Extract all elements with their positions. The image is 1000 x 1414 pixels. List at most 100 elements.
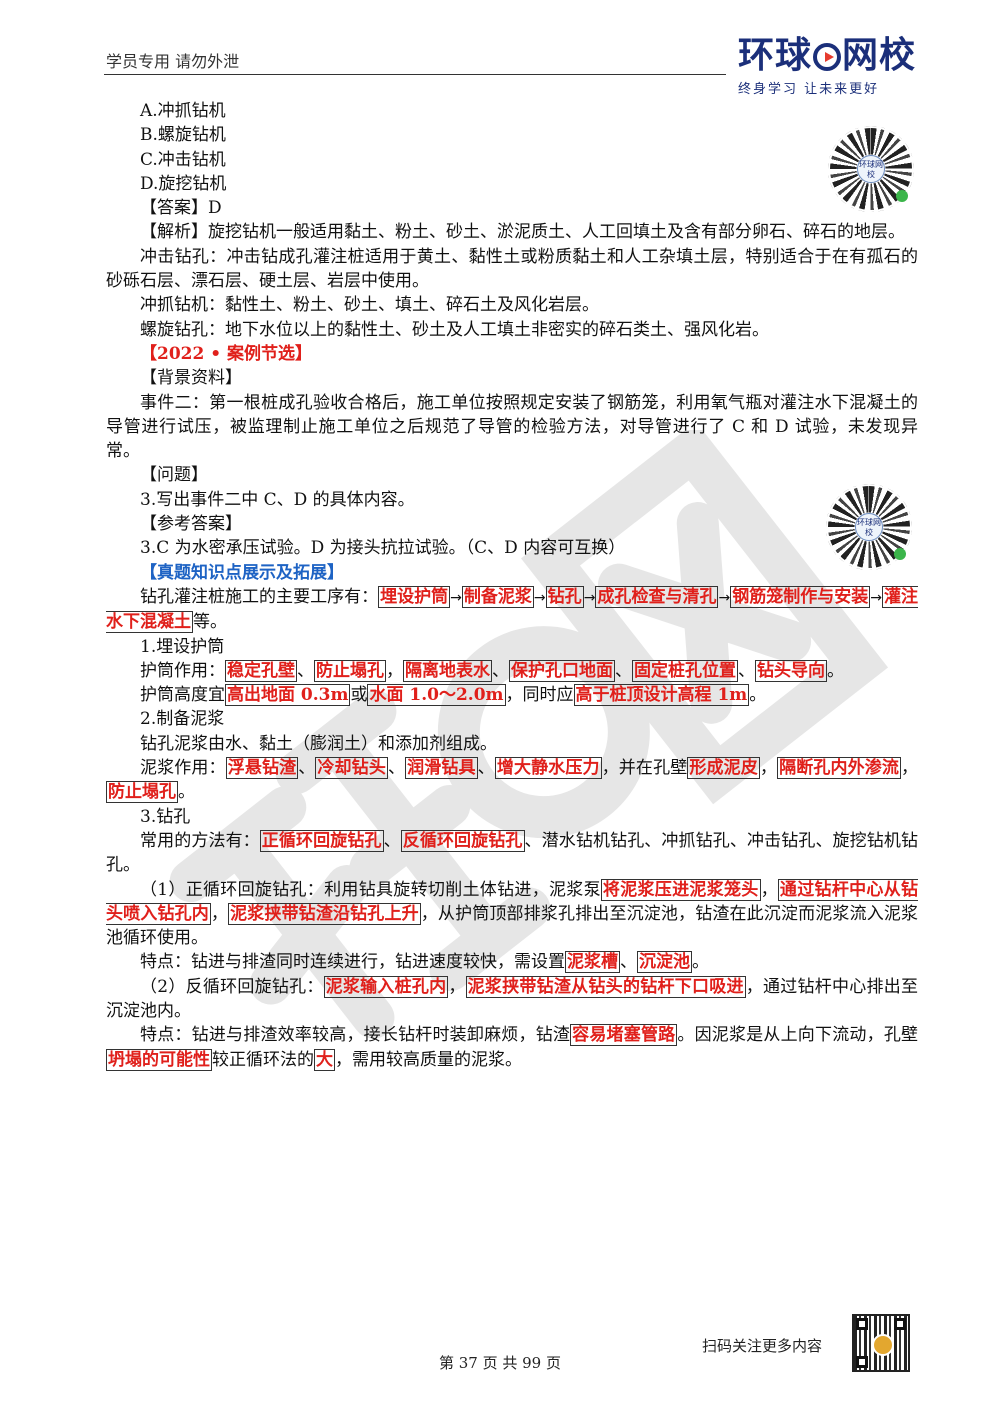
logo-slogan: 终身学习 让未来更好 [738, 82, 880, 97]
mud-func: 防止塌孔 [106, 781, 178, 804]
section-3-title: 3.钻孔 [140, 806, 191, 827]
page-number: 第 37 页 共 99 页 [438, 1354, 561, 1372]
mini-program-qr-code-1[interactable]: 环球网校 [828, 126, 914, 212]
option-a: A.冲抓钻机 [140, 101, 226, 121]
wechat-icon [894, 548, 906, 560]
question: 3.写出事件二中 C、D 的具体内容。 [140, 489, 415, 510]
process-step: 灌注水下混凝土 [106, 585, 919, 634]
mud-func: 浮悬钻渣 [225, 757, 299, 780]
forward-text: （1）正循环回旋钻孔：利用钻具旋转切削土体钻进，泥浆泵 [140, 879, 601, 900]
case-title: 【2022 • 案例节选】 [140, 343, 313, 364]
option-b: B.螺旋钻机 [140, 125, 226, 146]
casing-height-value: 水面 1.0～2.0m [367, 684, 506, 707]
process-step: 钻孔 [545, 585, 584, 608]
reverse-text-end: ，通过钻杆中心排出至沉淀池内。 [106, 976, 919, 1021]
process-paragraph: 钻孔灌注桩施工的主要工序有：埋设护筒→制备泥浆→钻孔→成孔检查与清孔→钢筋笼制作… [106, 585, 919, 635]
forward-feature-key: 沉淀池 [637, 951, 692, 974]
mud-functions: 泥浆作用：浮悬钻渣、冷却钻头、润滑钻具、增大静水压力，并在孔壁形成泥皮，隔断孔内… [106, 757, 919, 804]
mud-func: 润滑钻具 [405, 757, 478, 780]
casing-func: 防止塌孔 [314, 659, 386, 682]
answer: 【答案】D [140, 198, 222, 219]
reverse-key: 泥浆输入桩孔内 [323, 975, 449, 998]
document-body: A.冲抓钻机 B.螺旋钻机 C.冲击钻机 D.旋挖钻机 【答案】D 【解析】旋挖… [106, 99, 919, 1072]
process-step: 成孔检查与清孔 [595, 585, 719, 608]
drill-method: 反循环回旋钻孔 [400, 829, 525, 852]
drilling-methods: 常用的方法有：正循环回旋钻孔、反循环回旋钻孔、潜水钻机钻孔、冲抓钻孔、冲击钻孔、… [106, 829, 919, 876]
casing-func: 稳定孔壁 [225, 659, 297, 682]
arrow-right-icon: → [583, 589, 596, 606]
impact-drill-note: 冲击钻孔：冲击钻成孔灌注桩适用于黄土、黏性土或粉质黏土和人工杂填土层，特别适合于… [106, 246, 918, 292]
question-label: 【问题】 [140, 465, 208, 486]
header-divider [104, 74, 726, 75]
reverse-circulation: （2）反循环回旋钻孔：泥浆输入桩孔内，泥浆挟带钻渣从钻头的钻杆下口吸进，通过钻杆… [106, 975, 919, 1021]
qr-badge: 环球网校 [857, 155, 885, 183]
reverse-features: 特点：钻进与排渣效率较高，接长钻杆时装卸麻烦，钻渣容易堵塞管路。因泥浆是从上向下… [106, 1023, 918, 1072]
forward-key: 通过钻杆中心从钻头喷入钻孔内 [106, 878, 919, 925]
event-two: 事件二：第一根桩成孔验收合格后，施工单位按照规定安装了钢筋笼，利用氧气瓶对灌注水… [106, 392, 918, 462]
analysis: 【解析】旋挖钻机一般适用黏土、粉土、砂土、淤泥质土、人工回填土及含有部分卵石、碎… [140, 222, 905, 243]
mud-composition: 钻孔泥浆由水、黏土（膨润土）和添加剂组成。 [140, 733, 497, 754]
reverse-feature-key: 容易堵塞管路 [570, 1024, 678, 1047]
section-2-title: 2.制备泥浆 [140, 709, 225, 730]
arrow-right-icon: → [450, 589, 462, 606]
reverse-text: （2）反循环回旋钻孔： [140, 976, 324, 997]
casing-height-value: 高于桩顶设计高程 1m [573, 684, 750, 707]
process-end: 等。 [193, 612, 227, 633]
process-step: 埋设护筒 [378, 585, 451, 608]
reverse-feature-key: 大 [314, 1048, 335, 1071]
reverse-key: 泥浆挟带钻渣从钻头的钻杆下口吸进 [465, 975, 746, 998]
forward-feature-key: 泥浆槽 [565, 951, 620, 974]
mud-func: 增大静水压力 [494, 757, 602, 780]
casing-height-pre: 护筒高度宜 [140, 685, 225, 706]
scan-prompt: 扫码关注更多内容 [702, 1337, 823, 1355]
process-intro: 钻孔灌注桩施工的主要工序有： [140, 586, 379, 607]
arrow-right-icon: → [870, 589, 883, 606]
footer-qr-code[interactable] [852, 1314, 910, 1372]
arrow-right-icon: → [533, 589, 546, 606]
qr-finder [856, 1318, 868, 1330]
casing-func-label: 护筒作用： [140, 660, 225, 681]
section-1-title: 1.埋设护筒 [140, 636, 225, 657]
arrow-right-icon: → [718, 589, 731, 606]
reverse-feature-text: 特点：钻进与排渣效率较高，接长钻杆时装卸麻烦，钻渣 [140, 1025, 571, 1046]
logo-wordmark: 环球网校 [738, 36, 918, 76]
mud-func: 形成泥皮 [687, 757, 760, 780]
forward-feature-text: 特点：钻进与排渣同时连续进行，钻进速度较快，需设置 [140, 952, 565, 973]
knowledge-title: 【真题知识点展示及拓展】 [140, 562, 344, 583]
forward-key: 将泥浆压进泥浆笼头 [600, 878, 761, 901]
process-step: 钢筋笼制作与安装 [730, 585, 871, 608]
forward-features: 特点：钻进与排渣同时连续进行，钻进速度较快，需设置泥浆槽、沉淀池。 [140, 951, 709, 974]
casing-func: 固定桩孔位置 [632, 659, 738, 682]
mud-func-mid: ，并在孔壁 [601, 758, 688, 779]
process-step: 制备泥浆 [461, 585, 534, 608]
qr-finder [856, 1356, 868, 1368]
ref-answer: 3.C 为水密承压试验。D 为接头抗拉试验。（C、D 内容可互换） [140, 538, 626, 559]
casing-func: 保护孔口地面 [509, 659, 615, 682]
casing-height-or: 或 [350, 685, 368, 706]
forward-circulation: （1）正循环回旋钻孔：利用钻具旋转切削土体钻进，泥浆泵将泥浆压进泥浆笼头，通过钻… [106, 878, 919, 949]
mud-func: 冷却钻头 [315, 757, 388, 780]
play-icon [813, 43, 842, 71]
casing-func: 隔离地表水 [403, 659, 492, 682]
forward-key: 泥浆挟带钻渣沿钻孔上升 [228, 902, 421, 925]
qr-finder [894, 1318, 906, 1330]
reverse-feature-text-end: ，需用较高质量的泥浆。 [335, 1049, 522, 1070]
option-d: D.旋挖钻机 [140, 173, 227, 194]
header-note: 学员专用 请勿外泄 [106, 52, 240, 71]
casing-height-value: 高出地面 0.3m [225, 684, 351, 707]
casing-height-mid: ，同时应 [505, 685, 574, 706]
reverse-feature-text: 较正循环法的 [212, 1049, 314, 1070]
logo-text-post: 网校 [842, 35, 917, 76]
casing-func: 钻头导向 [755, 659, 827, 682]
forward-text-end: ，从护筒顶部排浆孔排出至沉淀池，钻渣在此沉淀而泥浆流入泥浆池循环使用。 [106, 903, 919, 949]
wechat-icon [896, 190, 908, 202]
logo-text-pre: 环球 [738, 35, 813, 76]
methods-label: 常用的方法有： [140, 830, 260, 851]
ref-answer-label: 【参考答案】 [140, 514, 242, 535]
reverse-feature-text: 。因泥浆是从上向下流动，孔壁 [677, 1025, 919, 1046]
casing-functions: 护筒作用：稳定孔壁、防止塌孔，隔离地表水、保护孔口地面、固定桩孔位置、钻头导向。 [140, 659, 844, 682]
grab-drill-note: 冲抓钻机：黏性土、粉土、砂土、填土、碎石土及风化岩层。 [140, 295, 599, 316]
methods-rest: 、潜水钻机钻孔、冲抓钻孔、冲击钻孔、旋挖钻机钻孔。 [106, 830, 919, 876]
option-c: C.冲击钻机 [140, 149, 226, 170]
